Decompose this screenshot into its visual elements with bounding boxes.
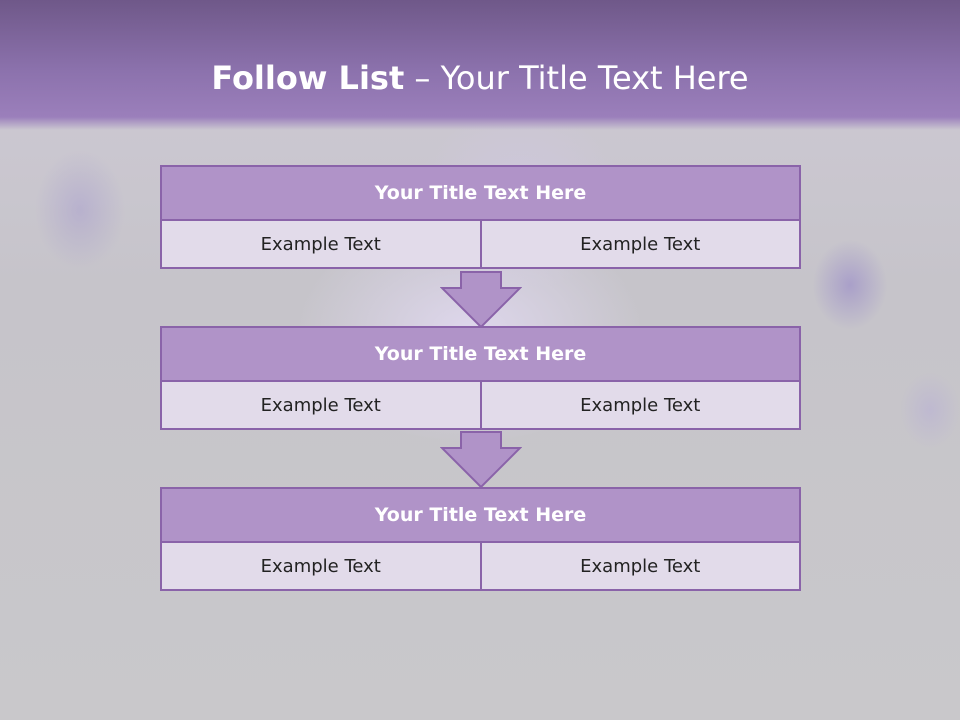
- block-row: Example Text Example Text: [160, 219, 801, 269]
- block-cell-right: Example Text: [479, 541, 801, 591]
- down-arrow-icon: [440, 431, 522, 489]
- list-block-3: Your Title Text Here Example Text Exampl…: [160, 487, 801, 591]
- header-band: [0, 0, 960, 130]
- block-title: Your Title Text Here: [160, 326, 801, 382]
- block-row: Example Text Example Text: [160, 541, 801, 591]
- list-block-2: Your Title Text Here Example Text Exampl…: [160, 326, 801, 430]
- block-cell-left: Example Text: [160, 219, 482, 269]
- slide-title: Follow List – Your Title Text Here: [0, 56, 960, 100]
- block-row: Example Text Example Text: [160, 380, 801, 430]
- block-cell-right: Example Text: [479, 380, 801, 430]
- list-block-1: Your Title Text Here Example Text Exampl…: [160, 165, 801, 269]
- block-cell-left: Example Text: [160, 541, 482, 591]
- slide-title-bold: Follow List: [211, 59, 405, 97]
- block-title: Your Title Text Here: [160, 165, 801, 221]
- block-title: Your Title Text Here: [160, 487, 801, 543]
- down-arrow-icon: [440, 271, 522, 329]
- slide-title-rest: – Your Title Text Here: [404, 59, 749, 97]
- block-cell-right: Example Text: [479, 219, 801, 269]
- block-cell-left: Example Text: [160, 380, 482, 430]
